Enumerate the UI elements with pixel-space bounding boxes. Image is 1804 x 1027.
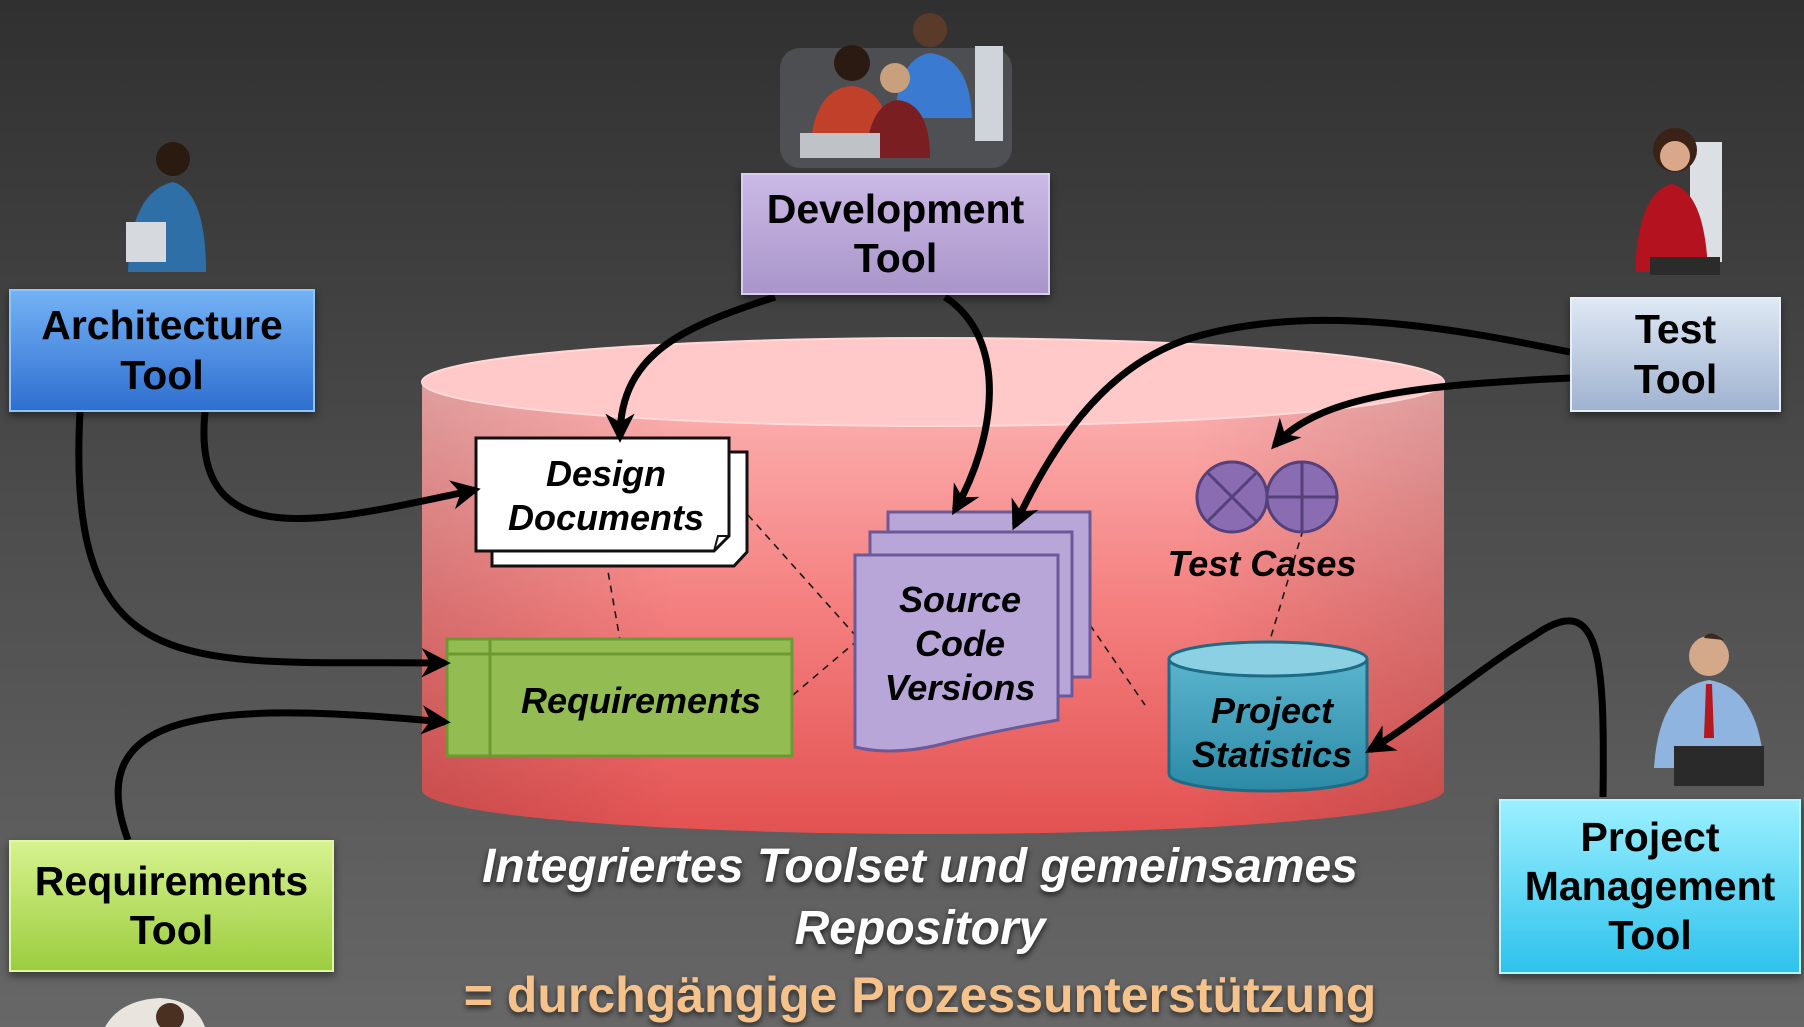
requirements-tool-label-2: Tool [129, 907, 214, 953]
caption-line-1: Integriertes Toolset und gemeinsames [482, 840, 1358, 893]
arrow-req-to-requirements [114, 705, 451, 842]
arrow-arch-to-design [200, 411, 481, 523]
project-statistics-artifact: Project Statistics [1167, 640, 1369, 793]
pm-tool-label-3: Tool [1608, 912, 1692, 959]
design-documents-label-line2: Documents [508, 497, 704, 538]
caption-tagline: = durchgängige Prozessunterstützung [463, 967, 1377, 1023]
source-code-label-1: Source [899, 579, 1021, 620]
pm-tool-label-1: Project [1580, 813, 1720, 860]
arrow-arch-to-requirements [75, 411, 451, 678]
developers-photo [780, 13, 1012, 168]
arrow-dev-to-design [605, 293, 777, 443]
tester-photo [1635, 128, 1722, 275]
architect-photo [126, 142, 206, 272]
source-code-versions-artifact: Source Code Versions [853, 510, 1092, 753]
source-code-label-3: Versions [885, 667, 1036, 708]
requirements-artifact-label: Requirements [521, 680, 761, 721]
architecture-tool-label-2: Tool [120, 351, 204, 398]
requirements-engineer-photo [105, 998, 205, 1027]
test-tool-box[interactable]: Test Tool [1570, 297, 1781, 412]
development-tool-label-2: Tool [853, 235, 938, 281]
development-tool-label-1: Development [766, 185, 1025, 232]
manager-photo [1654, 633, 1764, 786]
development-tool-box[interactable]: Development Tool [741, 173, 1050, 295]
project-statistics-label-2: Statistics [1192, 734, 1352, 775]
requirements-tool-label-1: Requirements [34, 857, 309, 904]
project-management-tool-box[interactable]: Project Management Tool [1499, 799, 1801, 974]
requirements-tool-box[interactable]: Requirements Tool [9, 840, 334, 972]
design-documents-label: Design [546, 453, 666, 494]
arrow-pm-to-statistics [1364, 617, 1607, 798]
relation-lines [605, 514, 1304, 706]
arrow-dev-to-source [943, 294, 993, 516]
test-cases-artifact: Test Cases [1168, 460, 1357, 584]
pm-tool-label-2: Management [1524, 862, 1776, 909]
arrow-test-to-source [1011, 316, 1571, 531]
test-tool-label-2: Tool [1633, 355, 1718, 402]
project-statistics-label-1: Project [1211, 690, 1335, 731]
tool-arrows [75, 293, 1607, 842]
source-code-label-2: Code [915, 623, 1005, 664]
test-cases-label: Test Cases [1168, 543, 1357, 584]
test-tool-label-1: Test [1634, 306, 1717, 353]
architecture-tool-box[interactable]: Architecture Tool [9, 289, 315, 412]
caption-line-2: Repository [794, 902, 1046, 955]
requirements-artifact: Requirements [445, 637, 794, 758]
design-documents-artifact: Design Documents [474, 436, 749, 568]
arrow-test-to-testcases [1271, 374, 1571, 450]
architecture-tool-label-1: Architecture [41, 302, 283, 349]
